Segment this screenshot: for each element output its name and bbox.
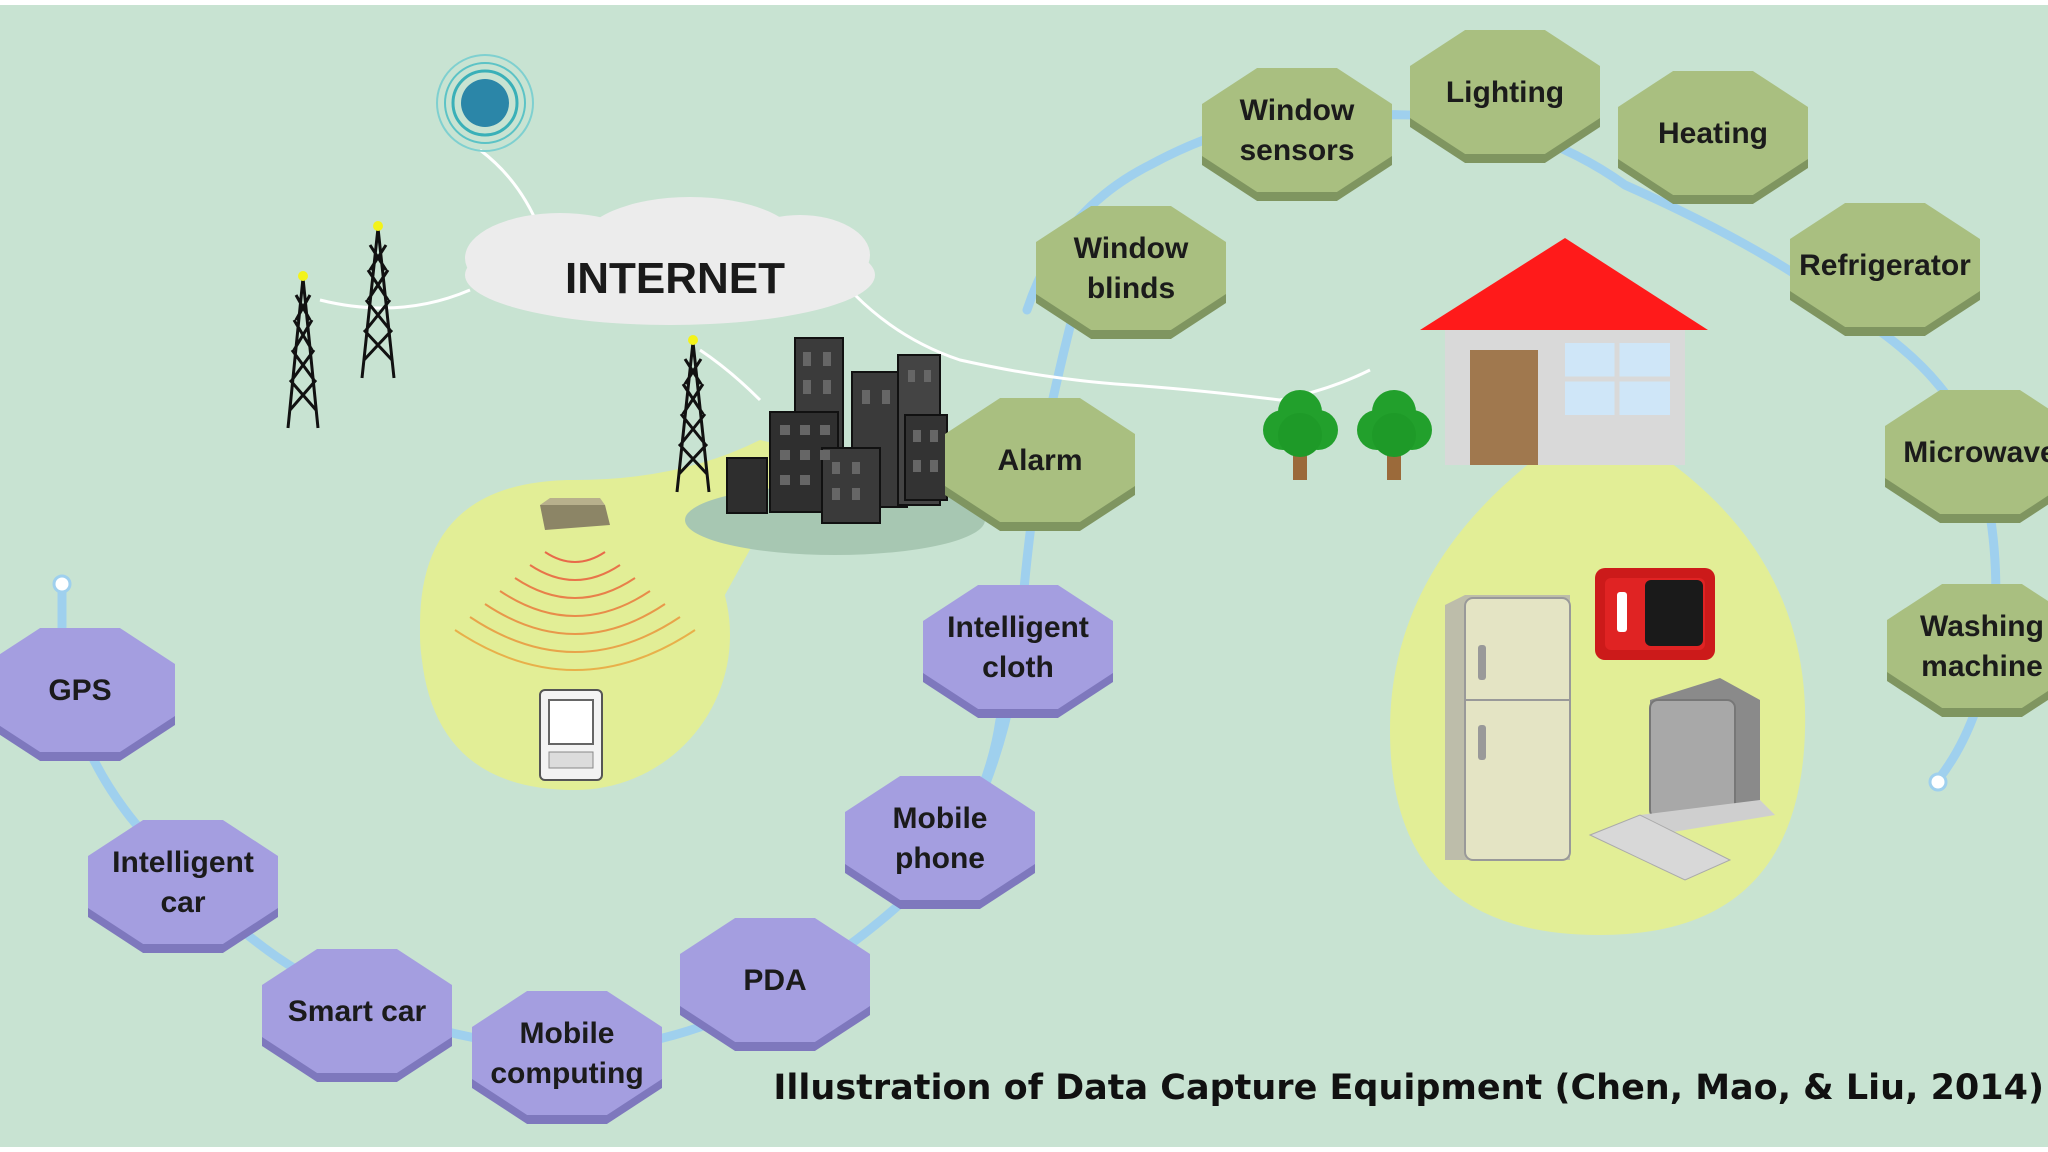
- node-mobile-computing: Mobile computing: [472, 991, 662, 1124]
- node-shape: [0, 628, 175, 752]
- node-alarm: Alarm: [945, 398, 1135, 531]
- home-device-nodes: LightingWindowsensorsHeatingWindowblinds…: [945, 30, 2048, 717]
- node-gps: GPS: [0, 628, 175, 761]
- node-pda: PDA: [680, 918, 870, 1051]
- node-label: Alarm: [997, 444, 1082, 477]
- node-label: Lighting: [1446, 76, 1564, 109]
- node-label: sensors: [1239, 134, 1354, 167]
- city-buildings-icon: [685, 337, 985, 555]
- tree-icon: [1263, 390, 1432, 480]
- node-shape: [1790, 203, 1980, 327]
- node-mobile-phone: Mobile phone: [845, 776, 1035, 909]
- node-heating: Heating: [1618, 71, 1808, 204]
- node-label: Microwave: [1903, 436, 2048, 469]
- node-label: Window: [1074, 232, 1189, 265]
- node-smart-car: Smart car: [262, 949, 452, 1082]
- node-shape: [1036, 206, 1226, 330]
- node-label: Washing: [1920, 610, 2044, 643]
- internet-cloud-icon: [465, 197, 875, 325]
- node-label: Mobile: [893, 802, 988, 835]
- node-label: Refrigerator: [1799, 249, 1971, 282]
- pda-device-icon: [539, 689, 603, 781]
- refrigerator-icon: [1445, 595, 1571, 861]
- satellite-icon: [436, 54, 534, 152]
- node-label: PDA: [743, 964, 806, 997]
- node-washing-machine: Washing machine: [1887, 584, 2048, 717]
- node-shape: [472, 991, 662, 1115]
- node-label: computing: [490, 1057, 643, 1090]
- node-refrigerator: Refrigerator: [1790, 203, 1980, 336]
- signal-waves: [454, 551, 696, 671]
- node-shape: [845, 776, 1035, 900]
- radio-tower-icon: [286, 227, 711, 493]
- router-icon: [540, 498, 610, 530]
- node-label: Window: [1240, 94, 1355, 127]
- node-label: phone: [895, 842, 985, 875]
- node-label: Intelligent: [112, 846, 254, 879]
- node-microwave: Microwave: [1885, 390, 2048, 523]
- bottom-border: [0, 1147, 2048, 1152]
- node-shape: [1202, 68, 1392, 192]
- node-label: Smart car: [288, 995, 427, 1028]
- computer-icon: [1588, 678, 1775, 881]
- node-shape: [1885, 390, 2048, 514]
- node-window-sensors: Window sensors: [1202, 68, 1392, 201]
- node-shape: [1887, 584, 2048, 708]
- node-intelligent-cloth: Intelligent cloth: [923, 585, 1113, 718]
- figure-caption: Illustration of Data Capture Equipment (…: [773, 1068, 2044, 1108]
- node-shape: [1410, 30, 1600, 154]
- node-shape: [88, 820, 278, 944]
- node-label: Mobile: [520, 1017, 615, 1050]
- node-lighting: Lighting: [1410, 30, 1600, 163]
- node-label: cloth: [982, 651, 1054, 684]
- node-label: Heating: [1658, 117, 1768, 150]
- node-label: Intelligent: [947, 611, 1089, 644]
- top-border: [0, 0, 2048, 5]
- node-label: machine: [1921, 650, 2043, 683]
- node-shape: [923, 585, 1113, 709]
- node-label: car: [160, 886, 205, 919]
- node-label: blinds: [1087, 272, 1175, 305]
- node-shape: [262, 949, 452, 1073]
- node-window-blinds: Window blinds: [1036, 206, 1226, 339]
- tower-lights: [298, 221, 698, 345]
- microwave-icon: [1595, 568, 1715, 660]
- node-intelligent-car: Intelligent car: [88, 820, 278, 953]
- node-shape: [945, 398, 1135, 522]
- house-icon: [1420, 238, 1708, 465]
- node-label: GPS: [48, 674, 111, 707]
- internet-label: INTERNET: [565, 254, 785, 303]
- node-shape: [680, 918, 870, 1042]
- node-shape: [1618, 71, 1808, 195]
